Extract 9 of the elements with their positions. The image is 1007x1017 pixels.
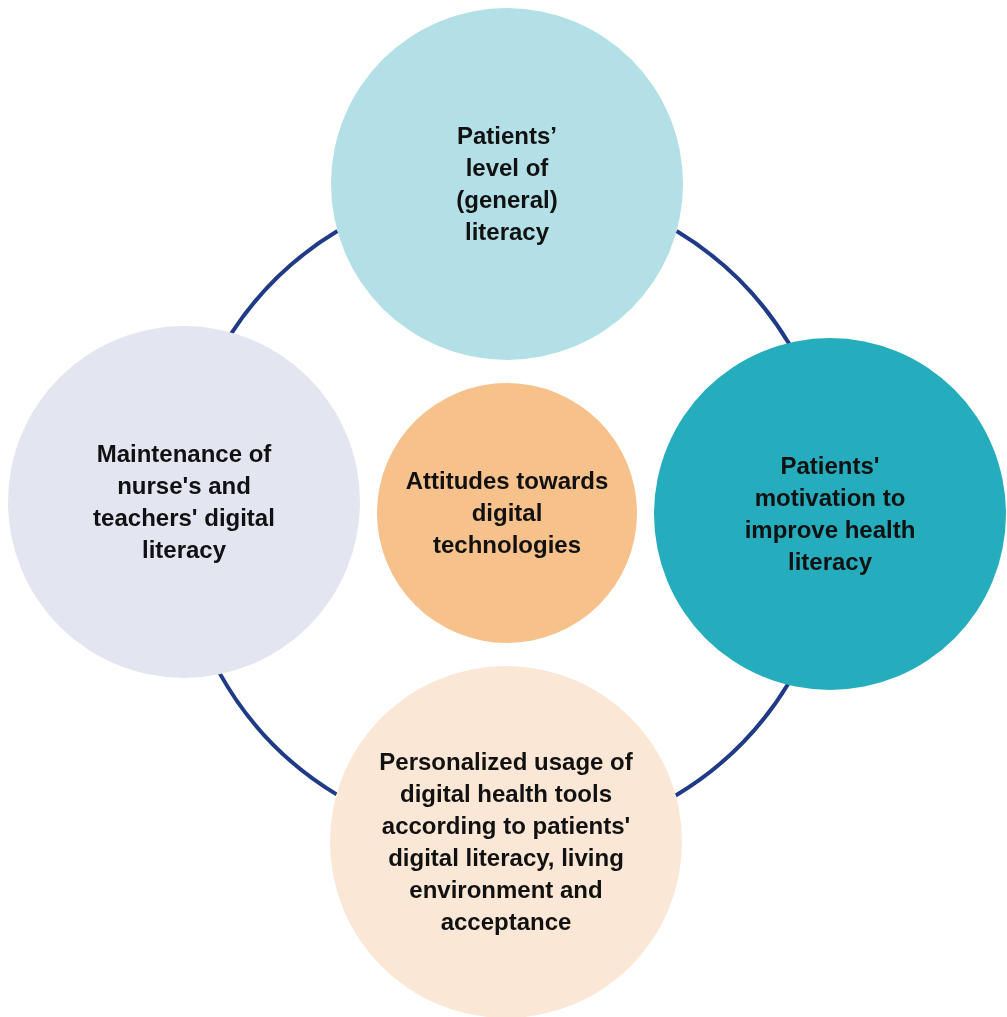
node-label: Personalized usage of digital health tools according to patients' digital literacy, living environment and acceptance [378, 747, 634, 937]
ring-arc [675, 229, 792, 346]
node-label: Maintenance of nurse's and teachers' digital literacy [92, 439, 276, 565]
node-label: Patients' motivation to improve health literacy [743, 451, 917, 577]
node-label: Attitudes towards digital technologies [404, 466, 610, 560]
node-label: Patients’ level of (general) literacy [455, 121, 559, 247]
ring-arc [229, 229, 339, 336]
ring-arc [217, 671, 338, 797]
ring-arc [674, 682, 791, 798]
